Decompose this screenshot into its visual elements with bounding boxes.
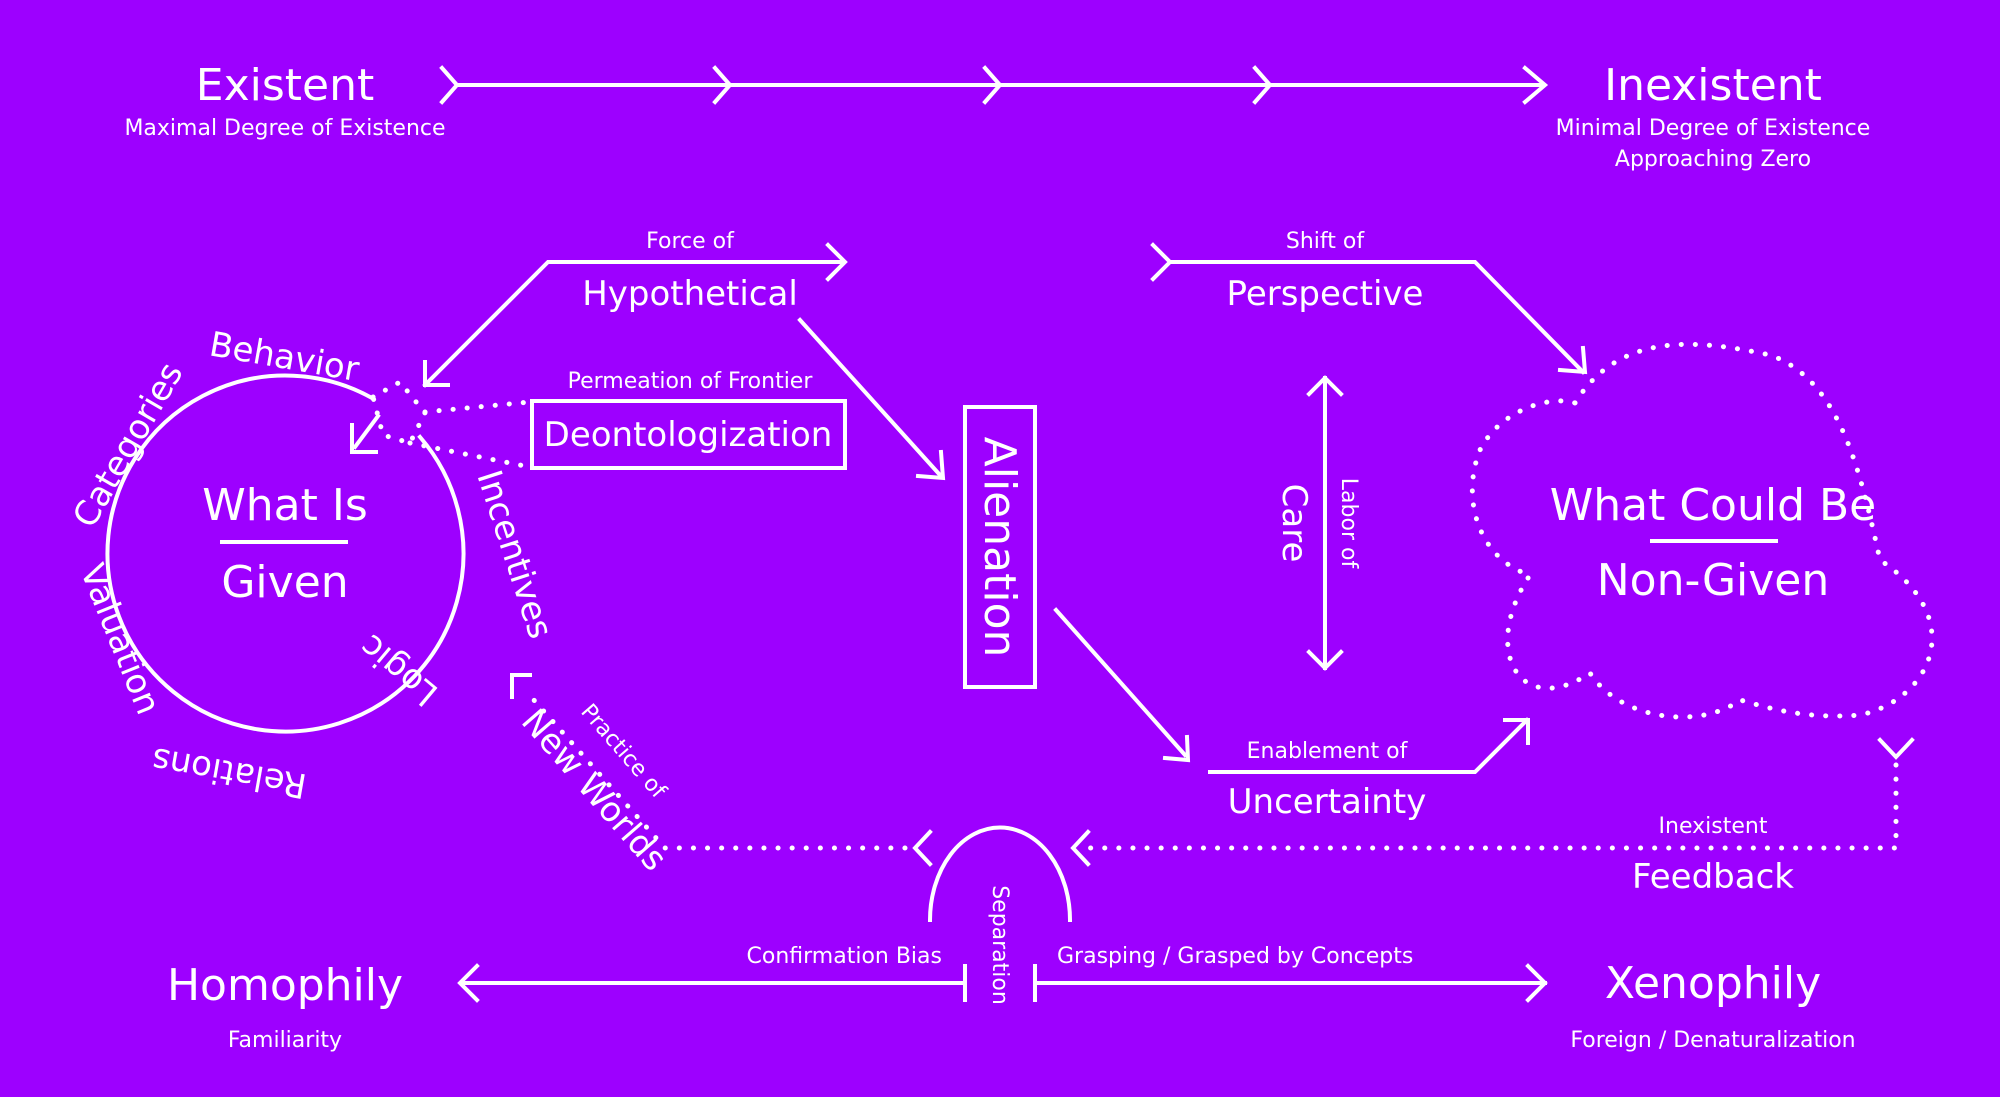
separation-node: Separation [927, 825, 1073, 1005]
ring-label-behavior: Behavior [206, 324, 362, 390]
homophily-title: Homophily [167, 960, 403, 1011]
arrow-right-icon [1525, 963, 1548, 1003]
homophily-subtitle: Familiarity [228, 1028, 342, 1053]
new-worlds-path [522, 687, 908, 851]
chevron-right-icon [982, 65, 1003, 105]
feedback-arrow: Inexistent Feedback [1070, 737, 1915, 897]
given-circle-outline [105, 373, 466, 734]
deontologization-label: Deontologization [544, 415, 833, 455]
xenophily-subtitle: Foreign / Denaturalization [1570, 1028, 1855, 1053]
existent-subtitle: Maximal Degree of Existence [124, 116, 445, 141]
tail-icon [1877, 737, 1915, 760]
deontologization-box: Permeation of Frontier Deontologization [407, 369, 847, 470]
given-circle: What Is Given Behavior Categories Valuat… [65, 324, 560, 805]
inexistent-subtitle-2: Approaching Zero [1615, 147, 1811, 172]
uncertainty-arrow: Enablement of Uncertainty [1208, 717, 1530, 822]
arrow-head-icon [510, 673, 532, 699]
separation-arc [927, 825, 1073, 923]
arrow-down-icon [1306, 649, 1344, 671]
care-label: Care [1274, 484, 1314, 563]
perspective-arrow: Shift of Perspective [1150, 229, 1588, 375]
alienation-box: Alienation [963, 405, 1191, 763]
care-arrow: Care Labor of [1274, 375, 1361, 671]
hypothetical-label: Hypothetical [582, 274, 798, 314]
confirmation-bias-label: Confirmation Bias [747, 944, 942, 969]
uncertainty-path [1208, 717, 1530, 774]
tail-icon [1150, 242, 1173, 282]
alienation-label: Alienation [974, 437, 1025, 658]
arrow-left-icon [457, 963, 480, 1003]
existence-axis: Existent Maximal Degree of Existence Ine… [124, 60, 1870, 172]
labor-of-label: Labor of [1336, 478, 1361, 570]
arrow-right-icon [1522, 65, 1549, 105]
deontologization-frame [530, 399, 847, 470]
permeation-label: Permeation of Frontier [568, 369, 814, 394]
non-given-label: Non-Given [1597, 555, 1830, 606]
hypothetical-to-alienation [797, 317, 943, 478]
inexistent-subtitle-1: Minimal Degree of Existence [1556, 116, 1871, 141]
arrow-into-given [352, 413, 381, 450]
arrow-left-icon [1070, 829, 1091, 867]
ring-label-valuation: Valuation [72, 558, 168, 720]
inexistent-feedback-label: Inexistent [1659, 814, 1768, 839]
perspective-label: Perspective [1227, 274, 1424, 314]
enablement-of-label: Enablement of [1247, 739, 1409, 764]
arrow-head-icon [350, 423, 378, 454]
frontier-pentagon [370, 378, 428, 446]
ring-label-incentives: Incentives [468, 465, 560, 643]
tail-icon [439, 65, 460, 105]
non-given-cloud: What Could Be Non-Given [1469, 341, 1935, 720]
hypothetical-arrow: Force of Hypothetical [422, 229, 946, 481]
perspective-path [1168, 260, 1586, 375]
feedback-label: Feedback [1632, 857, 1794, 897]
arrow-right-icon [825, 242, 848, 282]
feedback-path [1075, 762, 1899, 851]
xenophily-title: Xenophily [1605, 958, 1821, 1009]
arrow-up-icon [1306, 375, 1344, 397]
uncertainty-label: Uncertainty [1228, 782, 1427, 822]
philia-axis: Homophily Familiarity Confirmation Bias … [167, 944, 1856, 1053]
given-label: Given [221, 557, 348, 608]
arrow-head-icon [1162, 734, 1191, 763]
tail-icon [912, 829, 933, 867]
chevron-right-icon [1252, 65, 1273, 105]
chevron-right-icon [712, 65, 733, 105]
arrow-head-icon [915, 449, 946, 481]
ring-label-categories: Categories [65, 356, 191, 535]
dotted-connector [422, 399, 533, 415]
arrow-head-icon [1557, 345, 1588, 375]
hypothetical-path [422, 260, 844, 388]
ring-label-relations: Relations [149, 739, 310, 806]
arrow-head-icon [1503, 718, 1530, 745]
what-is-label: What Is [202, 480, 368, 531]
alienation-to-uncertainty [1053, 607, 1188, 758]
existent-title: Existent [196, 60, 374, 111]
inexistent-title: Inexistent [1604, 60, 1822, 111]
ring-label-logic: Logic [352, 626, 446, 714]
grasping-label: Grasping / Grasped by Concepts [1057, 944, 1413, 969]
shift-of-label: Shift of [1286, 229, 1365, 254]
alienation-frame [963, 405, 1037, 689]
arrow-head-icon [423, 360, 450, 387]
what-could-be-label: What Could Be [1550, 480, 1877, 531]
separation-label: Separation [987, 885, 1012, 1005]
new-worlds-arrow: Practice of New Worlds [510, 673, 933, 879]
force-of-label: Force of [646, 229, 735, 254]
